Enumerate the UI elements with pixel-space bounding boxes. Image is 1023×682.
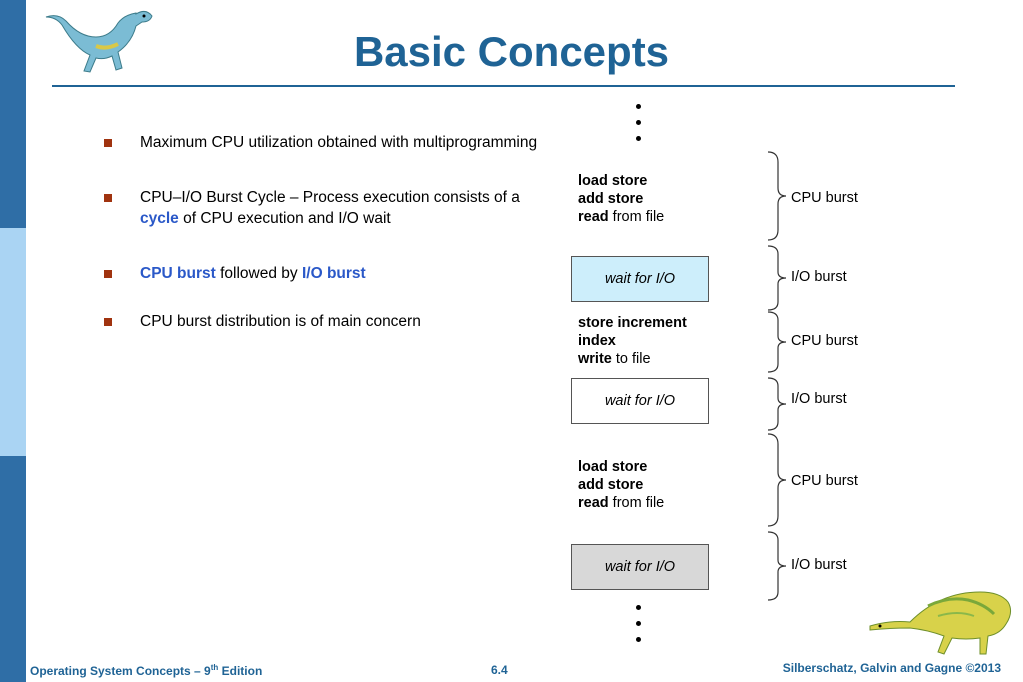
wait-box-white: wait for I/O: [571, 378, 709, 424]
highlight-cycle: cycle: [140, 210, 179, 227]
code-line: write to file: [578, 351, 651, 367]
bullet-square-icon: [104, 318, 112, 326]
bullet-square-icon: [104, 139, 112, 147]
brace-cpu-2: [767, 311, 787, 373]
footer-book-title: Operating System Concepts – 9th Edition: [30, 663, 263, 678]
wait-box-label: wait for I/O: [604, 393, 676, 409]
brace-io-1: [767, 245, 787, 311]
bullet-item: CPU burst distribution is of main concer…: [104, 311, 544, 332]
bullet-item: CPU–I/O Burst Cycle – Process execution …: [104, 187, 544, 229]
bullet-text: CPU burst distribution is of main concer…: [140, 313, 421, 330]
burst-label: CPU burst: [791, 333, 858, 349]
slide-title: Basic Concepts: [353, 28, 670, 75]
sidebar-band-bottom: [0, 456, 26, 682]
cpu-block: load store add store read from file: [578, 172, 664, 226]
burst-label: CPU burst: [791, 190, 858, 206]
brace-cpu-3: [767, 433, 787, 527]
code-line: load store: [578, 173, 648, 189]
title-underline: [52, 85, 955, 87]
bullet-text: followed by: [215, 265, 302, 282]
code-line: read from file: [578, 495, 665, 511]
bullet-square-icon: [104, 194, 112, 202]
footer-slide-number: 6.4: [491, 663, 508, 677]
bullet-item: CPU burst followed by I/O burst: [104, 263, 544, 284]
burst-label: I/O burst: [791, 269, 847, 285]
bullet-list: Maximum CPU utilization obtained with mu…: [104, 132, 544, 332]
wait-box-blue: wait for I/O: [571, 256, 709, 302]
bullet-item: Maximum CPU utilization obtained with mu…: [104, 132, 544, 153]
code-line: add store: [578, 477, 644, 493]
wait-box-label: wait for I/O: [604, 271, 676, 287]
bullet-text: CPU–I/O Burst Cycle – Process execution …: [140, 189, 520, 206]
burst-label: CPU burst: [791, 473, 858, 489]
dinosaur-logo-icon: [869, 591, 1012, 655]
brace-cpu-1: [767, 151, 787, 241]
cpu-block: store increment index write to file: [578, 314, 687, 368]
code-line: load store: [578, 459, 648, 475]
highlight-cpu-burst: CPU burst: [140, 265, 216, 282]
sidebar-band-top: [0, 0, 26, 228]
burst-label: I/O burst: [791, 557, 847, 573]
burst-braces: [767, 151, 787, 601]
wait-box-gray: wait for I/O: [571, 544, 709, 590]
brace-io-3: [767, 531, 787, 601]
code-line: index: [578, 333, 616, 349]
code-line: store increment: [578, 315, 687, 331]
wait-box-label: wait for I/O: [604, 559, 676, 575]
dinosaur-logo-icon: [45, 10, 153, 73]
footer-authors: Silberschatz, Galvin and Gagne ©2013: [782, 661, 1001, 675]
bullet-square-icon: [104, 270, 112, 278]
highlight-io-burst: I/O burst: [301, 265, 366, 282]
burst-label: I/O burst: [791, 391, 847, 407]
code-line: add store: [578, 191, 644, 207]
brace-io-2: [767, 377, 787, 431]
bullet-text: Maximum CPU utilization obtained with mu…: [140, 134, 538, 151]
cpu-block: load store add store read from file: [578, 458, 664, 512]
sidebar-band-middle: [0, 228, 26, 456]
bullet-text: of CPU execution and I/O wait: [178, 210, 391, 227]
code-line: read from file: [578, 209, 665, 225]
